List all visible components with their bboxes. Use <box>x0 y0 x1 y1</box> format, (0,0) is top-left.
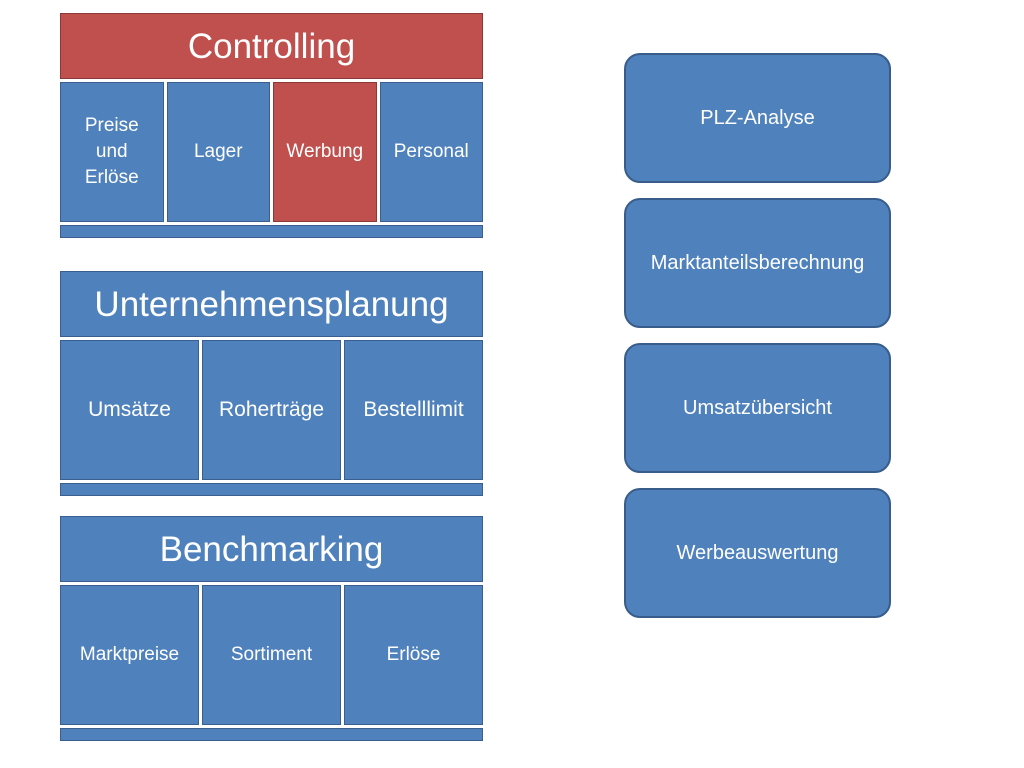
benchmarking-header: Benchmarking <box>60 516 483 582</box>
tile-werbeauswertung: Werbeauswertung <box>624 488 891 618</box>
controlling-item-preise: Preise und Erlöse <box>60 82 164 222</box>
tile-plz-analyse: PLZ-Analyse <box>624 53 891 183</box>
planning-group: Unternehmensplanung Umsätze Roherträge B… <box>60 271 483 496</box>
benchmarking-items: Marktpreise Sortiment Erlöse <box>60 585 483 725</box>
tile-marktanteilsberechnung: Marktanteilsberechnung <box>624 198 891 328</box>
benchmarking-item-erloese: Erlöse <box>344 585 483 725</box>
controlling-item-personal: Personal <box>379 82 483 222</box>
controlling-header: Controlling <box>60 13 483 79</box>
controlling-footer-bar <box>60 225 483 238</box>
planning-item-bestelllimit: Bestelllimit <box>344 340 483 480</box>
controlling-items: Preise und Erlöse Lager Werbung Personal <box>60 82 483 222</box>
controlling-item-werbung: Werbung <box>273 82 377 222</box>
controlling-item-lager: Lager <box>166 82 270 222</box>
controlling-group: Controlling Preise und Erlöse Lager Werb… <box>60 13 483 238</box>
benchmarking-group: Benchmarking Marktpreise Sortiment Erlös… <box>60 516 483 741</box>
tile-umsatzuebersicht: Umsatzübersicht <box>624 343 891 473</box>
planning-item-umsaetze: Umsätze <box>60 340 199 480</box>
planning-footer-bar <box>60 483 483 496</box>
planning-item-rohertraege: Roherträge <box>202 340 341 480</box>
planning-header: Unternehmensplanung <box>60 271 483 337</box>
benchmarking-footer-bar <box>60 728 483 741</box>
benchmarking-item-marktpreise: Marktpreise <box>60 585 199 725</box>
benchmarking-item-sortiment: Sortiment <box>202 585 341 725</box>
planning-items: Umsätze Roherträge Bestelllimit <box>60 340 483 480</box>
